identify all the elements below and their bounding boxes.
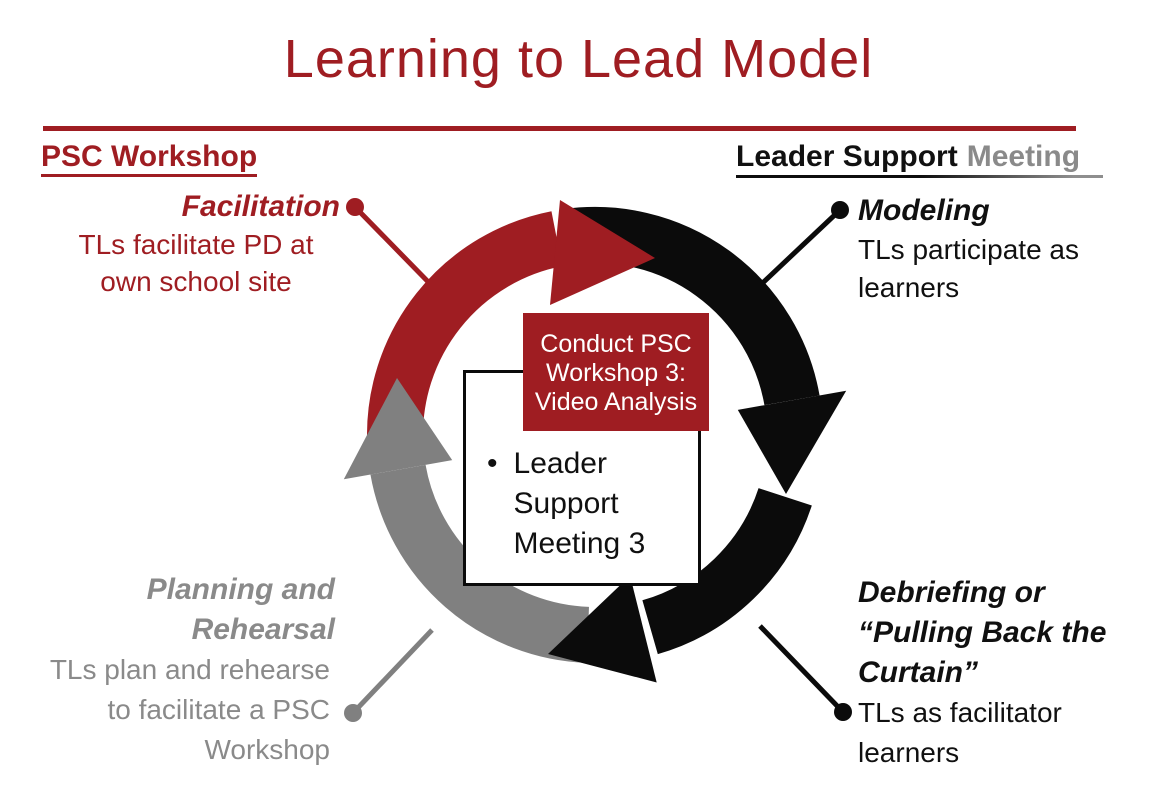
debrief-description-line: TLs as facilitator — [858, 697, 1062, 728]
modeling-description-line: TLs participate as — [858, 234, 1079, 265]
red-arrowhead — [550, 200, 655, 305]
debrief-label: Debriefing or “Pulling Back the Curtain” — [858, 573, 1157, 693]
black-arrowhead-bottom — [548, 575, 657, 683]
leader-support-heading-gray: Meeting — [966, 140, 1081, 173]
title-divider — [43, 126, 1076, 131]
facilitation-description-line: TLs facilitate PD at — [78, 229, 314, 260]
planning-label-line: Rehearsal — [191, 613, 335, 646]
psc-workshop-heading: PSC Workshop — [41, 141, 258, 177]
leader-support-heading-black: Leader Support — [736, 140, 958, 173]
psc-workshop-heading-wrap: PSC Workshop — [41, 141, 258, 177]
facilitation-description: TLs facilitate PD at own school site — [40, 226, 352, 300]
planning-connector-line — [351, 628, 434, 715]
debrief-description: TLs as facilitator learners — [858, 693, 1148, 773]
modeling-description: TLs participate as learners — [858, 231, 1138, 307]
conduct-psc-workshop-line: Conduct PSC — [540, 330, 692, 358]
facilitation-description-line: own school site — [100, 266, 292, 297]
modeling-description-line: learners — [858, 272, 960, 303]
black-arc-bottom — [641, 487, 812, 655]
list-item: • Leader Support Meeting 3 — [487, 444, 645, 564]
list-item-text: Leader Support Meeting 3 — [514, 444, 646, 564]
bullet-glyph: • — [487, 447, 498, 480]
planning-description-line: to facilitate a PSC — [107, 694, 330, 725]
list-item-line: Support — [513, 487, 619, 520]
list-item-line: Leader — [513, 447, 607, 480]
conduct-psc-workshop-line: Video Analysis — [534, 388, 698, 416]
debrief-label-line: “Pulling Back the — [858, 616, 1107, 649]
planning-description-line: Workshop — [204, 734, 330, 765]
planning-label-line: Planning and — [146, 573, 335, 606]
planning-description-line: TLs plan and rehearse — [49, 654, 330, 685]
planning-label: Planning and Rehearsal — [40, 570, 335, 650]
debrief-description-line: learners — [858, 737, 960, 768]
black-arrowhead-right — [737, 390, 847, 494]
debrief-connector-dot — [834, 703, 852, 721]
debrief-label-line: Curtain” — [858, 656, 978, 689]
planning-description: TLs plan and rehearse to facilitate a PS… — [5, 650, 330, 770]
conduct-psc-workshop-box: Conduct PSC Workshop 3: Video Analysis — [523, 313, 709, 431]
modeling-connector-dot — [831, 201, 849, 219]
facilitation-connector-dot — [346, 198, 364, 216]
modeling-label: Modeling — [858, 194, 990, 227]
page-title: Learning to Lead Model — [283, 29, 874, 89]
modeling-connector-line — [751, 208, 842, 294]
conduct-psc-workshop-line: Workshop 3: — [546, 359, 686, 387]
gray-arrowhead — [343, 378, 453, 480]
debrief-connector-line — [758, 624, 845, 714]
facilitation-label: Facilitation — [181, 190, 340, 223]
list-item-line: Meeting 3 — [513, 527, 646, 560]
planning-connector-dot — [344, 704, 362, 722]
leader-support-underline — [736, 175, 1103, 178]
debrief-label-line: Debriefing or — [858, 576, 1045, 609]
